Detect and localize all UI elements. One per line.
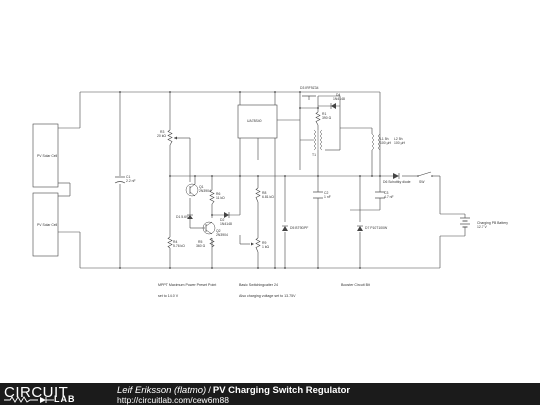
notes: MPPT Maximum Power Preset Point set to 1…: [158, 283, 370, 298]
r3-label: R3: [160, 130, 164, 134]
capacitor-c3: C3 4.7 nF: [375, 191, 394, 199]
resistor-r8: R8 6.81 kΩ: [255, 187, 274, 203]
d6-label: D6 Schottky diode: [383, 180, 411, 184]
r3-value: 20 kΩ: [157, 134, 166, 138]
resistor-r5: R5 360 Ω: [196, 237, 215, 248]
capacitor-c2: C2 1 nF: [313, 191, 331, 199]
circuitlab-logo[interactable]: CIRCUIT LAB: [4, 384, 92, 404]
logo-circuit-text: CIRCUIT: [4, 384, 69, 401]
c3-label: C3: [384, 191, 388, 195]
inductor-l1: L1 5h 100 µH: [371, 133, 392, 151]
r8-value: 6.81 kΩ: [262, 195, 274, 199]
d1-label: D1 5.6V: [176, 215, 189, 219]
c1-label: C1: [126, 175, 130, 179]
logo-wave-icon: [4, 396, 54, 403]
l1-value: 100 µH: [380, 141, 392, 145]
c2-value: 1 nF: [324, 195, 331, 199]
d4-type: 1N4148: [333, 97, 345, 101]
inductor-l2: L2 5h 100 µH: [378, 133, 406, 151]
diode-d4: D4 1N4148: [318, 93, 345, 109]
r5-value: 360 Ω: [196, 244, 206, 248]
c3-value: 4.7 nF: [384, 195, 394, 199]
r4-label: R4: [173, 240, 177, 244]
d3-label: D3 IRF9Z34: [300, 86, 319, 90]
pv-solar-cell-2: PV Solar Cell: [32, 192, 59, 257]
diode-d2: D2 1N4148: [220, 212, 232, 226]
potentiometer-r9: R9 1 kΩ: [251, 237, 270, 253]
junctions: [119, 91, 381, 269]
q2-label: Q2: [216, 229, 221, 233]
note-mppt-set: set to 14.0 V: [158, 294, 179, 298]
mosfet-d3: D3 IRF9Z34: [300, 86, 319, 100]
battery: Charging PB Battery 12.7 V: [460, 214, 508, 236]
resistor-r6: R6 11 kΩ: [209, 189, 225, 205]
u1-label: UA78S40: [247, 119, 262, 123]
schottky-diode-d6: D6 Schottky diode: [383, 173, 411, 184]
c2-label: C2: [324, 191, 328, 195]
note-mppt: MPPT Maximum Power Preset Point: [158, 283, 216, 287]
note-booster: Booster Circuit Bit: [341, 283, 370, 287]
r6-value: 11 kΩ: [216, 196, 225, 200]
capacitor-c1: C1 2.2 nF: [114, 175, 136, 184]
r9-value: 1 kΩ: [262, 245, 270, 249]
ic-u1: UA78S40: [237, 104, 278, 139]
r8-label: R8: [262, 191, 266, 195]
l1-label: L1 5h: [380, 137, 389, 141]
credit-line: Leif Eriksson (flatmo)/PV Charging Switc…: [117, 385, 350, 396]
d2-label: D2: [220, 218, 224, 222]
zener-diode-d5: D5 BT9DPF: [282, 225, 308, 231]
circuit-url[interactable]: http://circuitlab.com/cew6m88: [117, 395, 229, 405]
author-name[interactable]: Leif Eriksson (flatmo): [117, 385, 207, 396]
l2-label: L2 5h: [394, 137, 403, 141]
r4-value: 5.76 kΩ: [173, 244, 185, 248]
battery-label: Charging PB Battery: [477, 221, 508, 225]
sw-label: SW: [419, 180, 425, 184]
r1-value: 390 Ω: [322, 116, 332, 120]
footer-bar: CIRCUIT LAB Leif Eriksson (flatmo)/PV Ch…: [0, 383, 540, 405]
r9-label: R9: [262, 241, 266, 245]
q1-type: 2N3904: [199, 189, 211, 193]
schematic-canvas: PV Solar Cell PV Solar Cell C1 2.2 nF R3…: [32, 86, 508, 298]
battery-value: 12.7 V: [477, 225, 488, 229]
q1-label: Q1: [199, 185, 204, 189]
resistor-r1: R1 390 Ω: [315, 111, 332, 126]
credit-separator: /: [208, 385, 211, 396]
switch-sw: SW: [417, 171, 433, 184]
note-switching: Basic Switchingcaiter 24: [239, 283, 278, 287]
r1-label: R1: [322, 112, 326, 116]
potentiometer-r3: R3 20 kΩ: [157, 129, 177, 146]
zener-diode-d1: D1 5.6V: [176, 214, 198, 229]
transistor-q1: Q1 2N3904: [185, 183, 211, 197]
resistor-r4: R4 5.76 kΩ: [167, 236, 185, 249]
d4-label: D4: [336, 93, 340, 97]
q2-type: 2N3904: [216, 233, 228, 237]
transformer-t1: T1: [300, 129, 323, 157]
t1-label: T1: [312, 153, 316, 157]
diode-d7: D7 P10T100W: [357, 225, 388, 231]
r6-label: R6: [216, 192, 220, 196]
circuit-title: PV Charging Switch Regulator: [212, 385, 351, 396]
d7-label: D7 P10T100W: [365, 226, 388, 230]
pv1-label: PV Solar Cell: [37, 154, 57, 158]
pv2-label: PV Solar Cell: [37, 223, 57, 227]
transistor-q2: Q2 2N3904: [202, 221, 228, 237]
l2-value: 100 µH: [394, 141, 406, 145]
d5-label: D5 BT9DPF: [290, 226, 308, 230]
logo-lab-text: LAB: [54, 394, 76, 404]
r5-label: R5: [198, 240, 202, 244]
c1-value: 2.2 nF: [126, 179, 136, 183]
note-switching-set: Also charging voltage set to 13.75V: [239, 294, 296, 298]
pv-solar-cell-1: PV Solar Cell: [32, 123, 59, 188]
d2-type: 1N4148: [220, 222, 232, 226]
